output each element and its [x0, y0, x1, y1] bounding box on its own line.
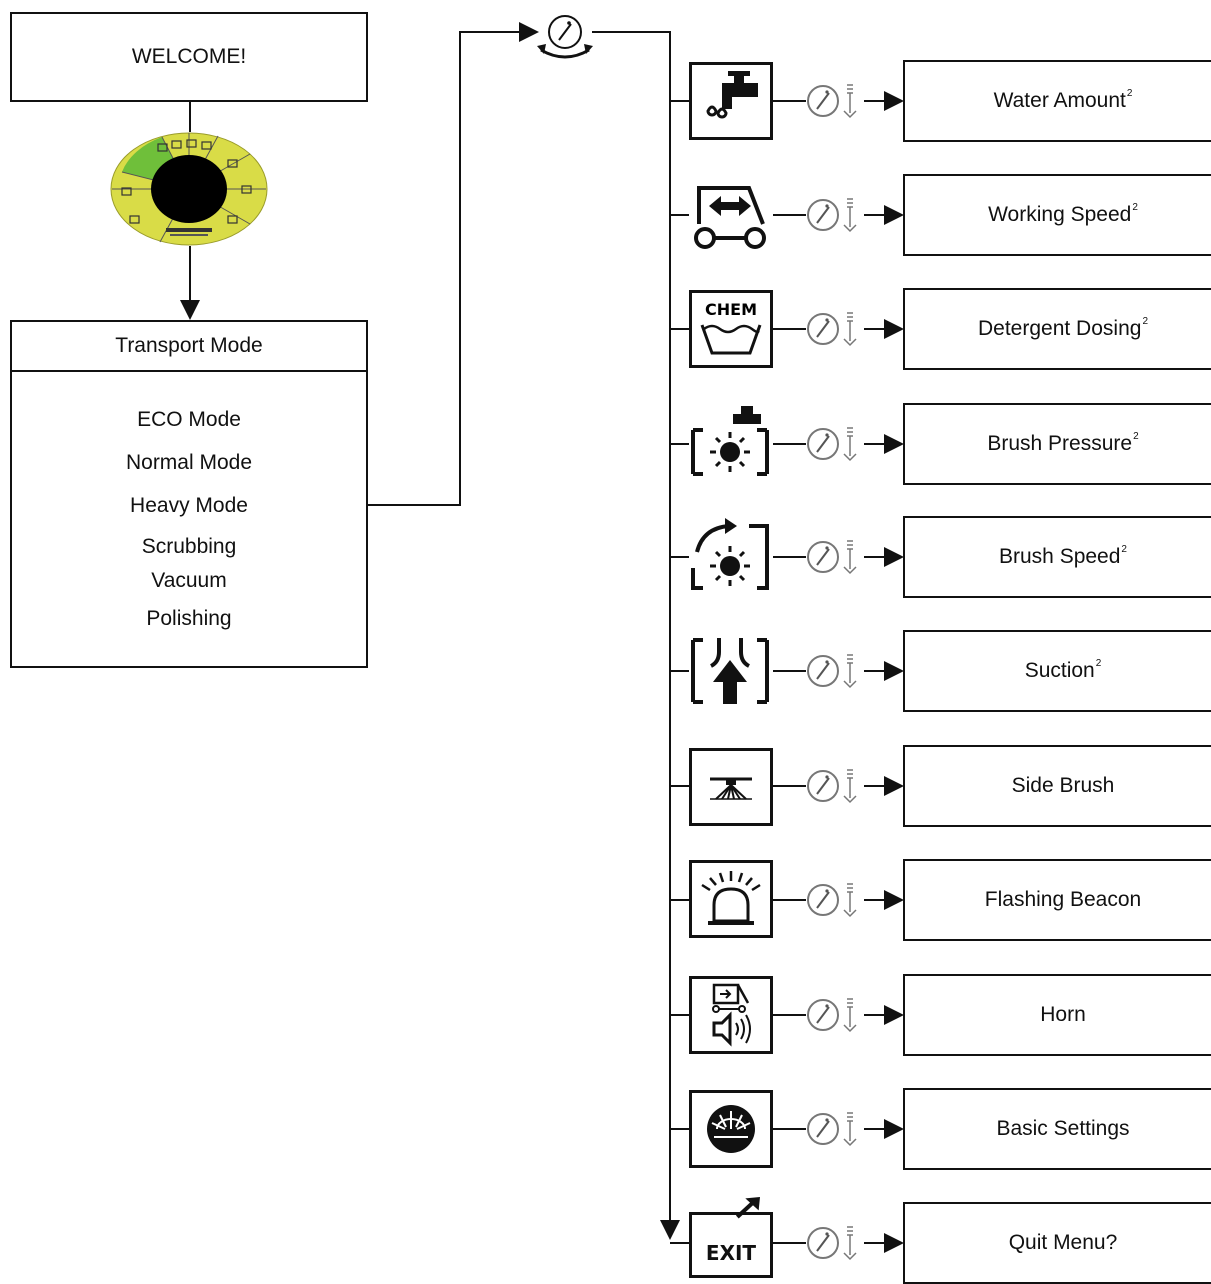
transport-mode-label: Transport Mode — [115, 334, 263, 357]
menu-item-flashing-beacon[interactable]: Flashing Beacon — [903, 859, 1211, 941]
footnote-marker: 2 — [1095, 657, 1102, 669]
menu-item-label: Working Speed — [988, 203, 1132, 226]
welcome-label: WELCOME! — [131, 45, 247, 68]
footnote-marker: 2 — [1142, 315, 1148, 327]
welcome-box: WELCOME! — [10, 12, 368, 102]
info-select-knob-icon[interactable] — [803, 307, 865, 351]
menu-item-label: Side Brush — [1011, 774, 1115, 797]
footnote-marker: 2 — [1133, 430, 1139, 442]
info-select-knob-icon[interactable] — [803, 535, 865, 579]
mode-panel: Transport Mode ECO Mode Normal Mode Heav… — [10, 320, 368, 668]
menu-item-label: Detergent Dosing — [978, 317, 1142, 340]
side-brush-icon — [689, 748, 773, 826]
menu-item-label: Suction — [1024, 659, 1095, 682]
water-tap-icon — [689, 62, 773, 140]
suction-icon — [689, 632, 773, 710]
info-select-knob-icon[interactable] — [803, 422, 865, 466]
info-select-knob-icon[interactable] — [803, 79, 865, 123]
info-select-knob-icon[interactable] — [803, 1107, 865, 1151]
mode-item-eco: ECO Mode — [137, 408, 241, 431]
chem-label: CHEM — [705, 300, 757, 319]
menu-item-label: Flashing Beacon — [984, 888, 1142, 911]
menu-item-label: Brush Speed — [999, 545, 1121, 568]
footnote-marker: 2 — [1126, 87, 1133, 99]
menu-item-horn[interactable]: Horn — [903, 974, 1211, 1056]
menu-item-label: Basic Settings — [996, 1117, 1130, 1140]
menu-item-label: Horn — [1040, 1003, 1086, 1026]
menu-item-label: Quit Menu? — [1008, 1231, 1118, 1254]
detergent-icon: CHEM — [689, 290, 773, 368]
info-select-knob-icon[interactable] — [803, 993, 865, 1037]
info-select-knob-icon[interactable] — [803, 193, 865, 237]
info-select-knob-icon[interactable] — [803, 1221, 865, 1265]
info-select-knob-icon[interactable] — [803, 649, 865, 693]
mode-panel-header: Transport Mode — [12, 322, 366, 372]
brush-speed-icon — [689, 518, 773, 596]
basic-settings-icon — [689, 1090, 773, 1168]
menu-item-label: Brush Pressure — [987, 432, 1133, 455]
info-select-knob-icon[interactable] — [803, 764, 865, 808]
brush-pressure-icon — [689, 404, 773, 482]
footnote-marker: 2 — [1121, 543, 1127, 555]
horn-icon — [689, 976, 773, 1054]
exit-label: EXIT — [705, 1241, 757, 1265]
mode-item-heavy: Heavy Mode — [130, 494, 248, 517]
mode-item-vacuum: Vacuum — [151, 569, 227, 592]
mode-item-polishing: Polishing — [146, 607, 232, 630]
menu-item-basic-settings[interactable]: Basic Settings — [903, 1088, 1211, 1170]
mode-item-normal: Normal Mode — [125, 451, 253, 474]
menu-item-label: Water Amount — [993, 89, 1126, 112]
working-speed-icon — [689, 176, 773, 254]
program-dial-icon[interactable] — [110, 132, 268, 246]
flashing-beacon-icon — [689, 860, 773, 938]
mode-item-scrubbing: Scrubbing — [141, 535, 237, 558]
menu-item-side-brush[interactable]: Side Brush — [903, 745, 1211, 827]
footnote-marker: 2 — [1132, 201, 1138, 213]
exit-icon[interactable]: EXIT — [689, 1197, 773, 1278]
menu-item-quit-menu[interactable]: Quit Menu? — [903, 1202, 1211, 1284]
info-knob-icon[interactable] — [535, 10, 595, 62]
info-select-knob-icon[interactable] — [803, 878, 865, 922]
